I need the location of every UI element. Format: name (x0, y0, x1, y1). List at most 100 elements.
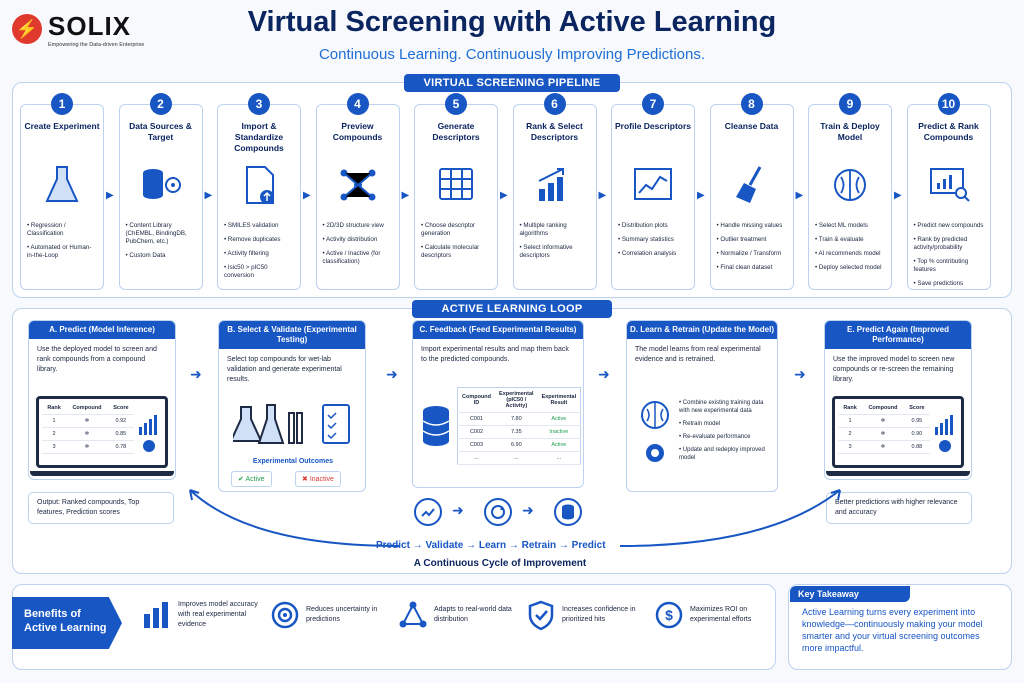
step-title: Train & Deploy Model (820, 121, 880, 142)
document-upload-icon (246, 166, 274, 204)
step-title: Import & Standardize Compounds (234, 121, 284, 153)
laptop-base (30, 471, 174, 476)
step-title: Rank & Select Descriptors (526, 121, 583, 142)
arrow-right-icon: ▶ (204, 190, 213, 201)
table-row: 2✲0.85 (42, 427, 134, 441)
card-predict-again-text: Use the improved model to screen new com… (833, 356, 955, 383)
step-items: • Distribution plots• Summary statistics… (612, 222, 694, 258)
arrow-right-icon: ➜ (190, 366, 202, 382)
arrow-right-icon: ▶ (500, 190, 508, 201)
benefit-item: Reduces uncertainty in predictions (270, 600, 390, 630)
pipeline-step-9: Train & Deploy Model • Select ML models• … (808, 104, 892, 290)
list-item: • Correlation analysis (618, 250, 677, 257)
bars-icon (144, 602, 168, 628)
x-icon: ✖ (302, 476, 310, 483)
pipeline-step-5: Generate Descriptors• Choose descriptor … (414, 104, 498, 290)
line-chart-icon (634, 168, 672, 200)
table-row: 2✲0.90 (838, 427, 930, 441)
logo-mark-icon: ⚡ (12, 14, 42, 44)
outcome-active: ✔ Active (231, 471, 272, 487)
list-item: • Update and redeploy improved model (679, 447, 765, 461)
list-item: • Remove duplicates (224, 236, 281, 243)
mini-chart-icon (935, 415, 953, 452)
grid-icon (439, 168, 473, 200)
list-item: • Activity distribution (322, 236, 378, 243)
card-select-text: Select top compounds for wet-lab validat… (227, 356, 342, 383)
card-predict-text: Use the deployed model to screen and ran… (37, 346, 157, 373)
step-title: Profile Descriptors (614, 121, 692, 131)
table-row: 3✲0.78 (42, 440, 134, 454)
target-icon (271, 601, 299, 629)
list-item: • Save predictions (913, 280, 964, 287)
arrow-right-icon: ▶ (303, 190, 311, 201)
predict-output: Output: Ranked compounds, Top features, … (28, 492, 174, 524)
list-item: • Content Library (ChEMBL, BindingDB, Pu… (125, 222, 187, 245)
step-items: • Select ML models• Train & evaluate• AI… (809, 222, 891, 272)
list-item: • Outlier treatment (716, 236, 767, 243)
pipeline-step-4: Preview Compounds• 2D/3D structure view•… (315, 104, 400, 290)
list-item: • Re-evaluate performance (679, 434, 751, 440)
step-items: • Regression / Classification• Automated… (21, 222, 103, 260)
pipeline-step-1: Create Experiment• Regression / Classifi… (20, 104, 104, 290)
list-item: • Handle missing values (716, 222, 783, 229)
step-number: 2 (149, 93, 172, 115)
chart-cycle-icon (414, 498, 442, 526)
logo-tagline: Empowering the Data-driven Enterprise (48, 42, 145, 48)
database-target-icon (142, 169, 181, 199)
outcome-inactive: ✖ Inactive (295, 471, 341, 487)
benefit-text: Adapts to real-world data distribution (434, 606, 512, 623)
card-feedback-text: Import experimental results and map them… (421, 346, 569, 363)
benefit-item: Adapts to real-world data distribution (398, 600, 518, 630)
arrow-right-icon: ▶ (894, 190, 902, 201)
pipeline-label: VIRTUAL SCREENING PIPELINE (404, 74, 620, 92)
th-compound: Compound (66, 402, 108, 415)
list-item: • Final clean dataset (716, 264, 773, 271)
pipeline-step-10: Predict & Rank Compounds• Predict new co… (906, 104, 991, 290)
table-row: ......... (457, 451, 581, 465)
pipeline-step-7: Profile Descriptors • Distribution plots•… (611, 104, 695, 290)
step-number: 6 (543, 93, 566, 115)
card-feedback-title: C. Feedback (Feed Experimental Results) (413, 321, 583, 339)
check-icon: ✔ (238, 476, 246, 483)
list-item: • Summary statistics (618, 236, 674, 243)
step-title: Data Sources & Target (129, 121, 192, 142)
benefit-item: Improves model accuracy with real experi… (142, 600, 262, 630)
broom-icon (735, 166, 761, 203)
table-row: 1✲0.92 (42, 414, 134, 428)
pipeline-step-6: Rank & Select Descriptors• Multiple rank… (512, 104, 597, 290)
step-number: 1 (51, 93, 73, 115)
list-item: • Top % contributing features (913, 258, 969, 273)
benefit-text: Reduces uncertainty in predictions (306, 606, 378, 623)
pipeline-step-2: Data Sources & Target • Content Library (… (118, 104, 203, 290)
step-number: 9 (839, 93, 861, 115)
benefits-label: Benefits of Active Learning (12, 597, 122, 649)
takeaway-text: Active Learning turns every experiment i… (802, 607, 983, 653)
cycle-label: A Continuous Cycle of Improvement (413, 558, 587, 569)
brain-gear-icon (641, 401, 669, 462)
list-item: • Deploy selected model (815, 264, 882, 271)
loop-label: ACTIVE LEARNING LOOP (412, 300, 612, 318)
logo: ⚡ SOLIX Empowering the Data-driven Enter… (12, 12, 144, 48)
benefit-text: Increases confidence in prioritized hits (562, 606, 636, 623)
retrain-list: • Combine existing training data with ne… (679, 399, 775, 462)
list-item: • Normalize / Transform (716, 250, 782, 257)
step-items: • SMILES validation• Remove duplicates• … (218, 222, 300, 280)
molecule-icon: ✲ (862, 414, 904, 428)
cycle-return-arrows (189, 489, 841, 547)
step-items: • Handle missing values • Outlier treatme… (711, 222, 793, 272)
step-items: • Content Library (ChEMBL, BindingDB, Pu… (120, 222, 202, 260)
list-item: • Train & evaluate (815, 236, 864, 243)
molecule-icon: ✲ (862, 427, 904, 441)
page-title: Virtual Screening with Active Learning (247, 6, 777, 38)
list-item: • Choose descriptor generation (421, 222, 476, 237)
arrow-right-icon: ▶ (106, 190, 114, 201)
pipeline-step-3: Import & Standardize Compounds • SMILES v… (217, 104, 301, 290)
step-number: 4 (346, 93, 369, 115)
shield-check-icon (528, 600, 554, 630)
logo-name: SOLIX (48, 11, 132, 41)
network-icon (399, 601, 427, 628)
benefit-text: Improves model accuracy with real experi… (178, 601, 258, 628)
